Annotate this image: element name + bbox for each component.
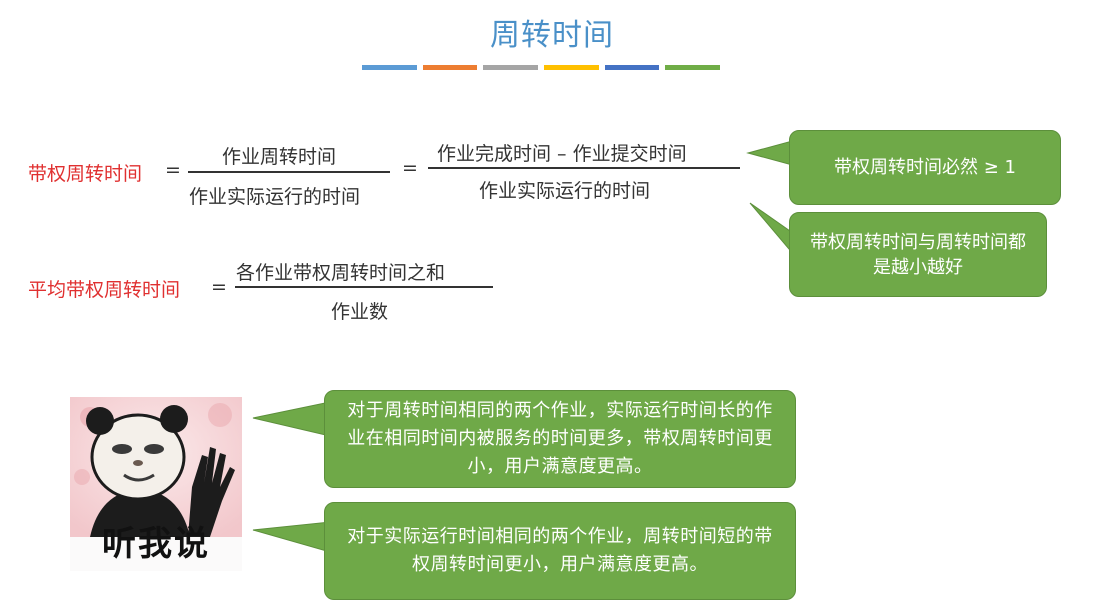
callout4-text: 对于实际运行时间相同的两个作业，周转时间短的带权周转时间更小，用户满意度更高。 [347, 526, 773, 575]
callout-same-turnaround: 对于周转时间相同的两个作业，实际运行时间长的作业在相同时间内被服务的时间更多，带… [324, 390, 796, 488]
formula1-frac1-line [188, 171, 390, 173]
underline-segment-6 [665, 65, 721, 70]
formula1-frac2-line [428, 167, 740, 169]
formula1-frac1-numerator: 作业周转时间 [222, 146, 337, 168]
callout-weighted-at-least-one: 带权周转时间必然 ≥ 1 [789, 130, 1061, 205]
formula1-frac1-denominator: 作业实际运行的时间 [189, 186, 361, 208]
underline-segment-4 [544, 65, 599, 70]
underline-segment-3 [483, 65, 539, 70]
callout1-text: 带权周转时间必然 ≥ 1 [834, 157, 1016, 178]
underline-segment-5 [604, 65, 660, 70]
title-underline [362, 65, 721, 70]
callout4-pointer [252, 521, 331, 553]
callout3-text: 对于周转时间相同的两个作业，实际运行时间长的作业在相同时间内被服务的时间更多，带… [347, 400, 773, 477]
meme-caption: 听我说 [102, 524, 210, 564]
callout-same-run-time: 对于实际运行时间相同的两个作业，周转时间短的带权周转时间更小，用户满意度更高。 [324, 502, 796, 600]
formula2-label: 平均带权周转时间 [28, 279, 181, 301]
formula2-line [235, 286, 493, 288]
formula1-label: 带权周转时间 [28, 163, 143, 185]
formula1-frac2-numerator: 作业完成时间 – 作业提交时间 [437, 143, 687, 165]
formula1-equals-2: = [402, 157, 418, 179]
underline-segment-1 [362, 65, 417, 70]
panda-meme-image: 听我说 [70, 397, 242, 571]
callout2-text: 带权周转时间与周转时间都是越小越好 [810, 231, 1026, 278]
panda-meme-illustration [70, 397, 242, 537]
formula2-numerator: 各作业带权周转时间之和 [236, 262, 446, 284]
formula1-equals-1: = [165, 159, 181, 181]
callout-smaller-is-better: 带权周转时间与周转时间都是越小越好 [789, 212, 1047, 297]
underline-segment-2 [422, 65, 478, 70]
formula2-denominator: 作业数 [331, 301, 389, 323]
page-title: 周转时间 [490, 18, 614, 53]
formula2-equals: = [211, 276, 227, 298]
formula1-frac2-denominator: 作业实际运行的时间 [479, 180, 651, 202]
callout3-pointer [252, 401, 331, 437]
